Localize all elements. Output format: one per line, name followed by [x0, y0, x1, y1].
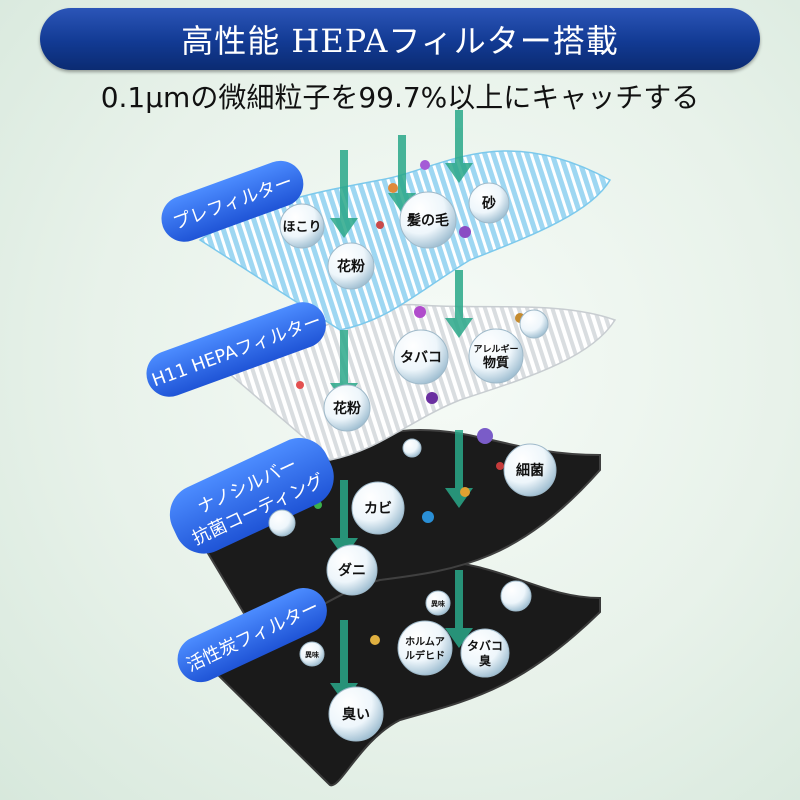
page-title: 高性能 HEPAフィルター搭載	[181, 22, 619, 60]
bubble-bacteria: 細菌	[503, 443, 557, 497]
bubble-odor-small-2: 異味	[299, 641, 325, 667]
bubble-mold: カビ	[351, 481, 405, 535]
bubble-pollen-2: 花粉	[323, 384, 371, 432]
bubble-dust: ほこり	[279, 203, 325, 249]
bubble-tobacco-1: タバコ	[393, 329, 449, 385]
bubble-mite: ダニ	[326, 544, 378, 596]
svg-text:異味: 異味	[431, 599, 445, 608]
svg-text:花粉: 花粉	[337, 258, 365, 275]
svg-text:タバコ: タバコ	[467, 639, 503, 653]
bubble-tobacco-smell: タバコ 臭	[460, 628, 510, 678]
page-subtitle: 0.1μmの微細粒子を99.7%以上にキャッチする	[100, 81, 700, 114]
bubble-odor: 臭い	[328, 686, 384, 742]
svg-text:物質: 物質	[483, 355, 509, 371]
particle-dots	[296, 160, 525, 656]
bubble-sand: 砂	[468, 182, 510, 224]
svg-text:ルデヒド: ルデヒド	[405, 649, 445, 662]
svg-text:カビ: カビ	[364, 501, 392, 517]
svg-text:ほこり: ほこり	[282, 220, 321, 235]
svg-text:タバコ: タバコ	[400, 350, 442, 366]
svg-text:臭い: 臭い	[342, 706, 370, 723]
title-banner: 高性能 HEPAフィルター搭載	[40, 8, 760, 70]
water-drops	[268, 309, 549, 612]
svg-text:髪の毛: 髪の毛	[406, 212, 449, 229]
bubble-pollen-1: 花粉	[327, 242, 375, 290]
svg-text:ダニ: ダニ	[338, 562, 366, 579]
bubble-formaldehyde: ホルムア ルデヒド	[397, 620, 453, 676]
svg-text:ホルムア: ホルムア	[405, 636, 445, 648]
svg-text:臭: 臭	[479, 653, 491, 668]
svg-text:異味: 異味	[305, 650, 319, 659]
svg-text:砂: 砂	[481, 195, 496, 212]
svg-text:花粉: 花粉	[333, 400, 361, 417]
svg-text:アレルギー: アレルギー	[473, 343, 518, 355]
bubble-allergen: アレルギー 物質	[468, 328, 524, 384]
bubble-hair: 髪の毛	[399, 191, 457, 249]
bubble-odor-small-1: 異味	[425, 590, 451, 616]
svg-text:細菌: 細菌	[516, 462, 544, 479]
